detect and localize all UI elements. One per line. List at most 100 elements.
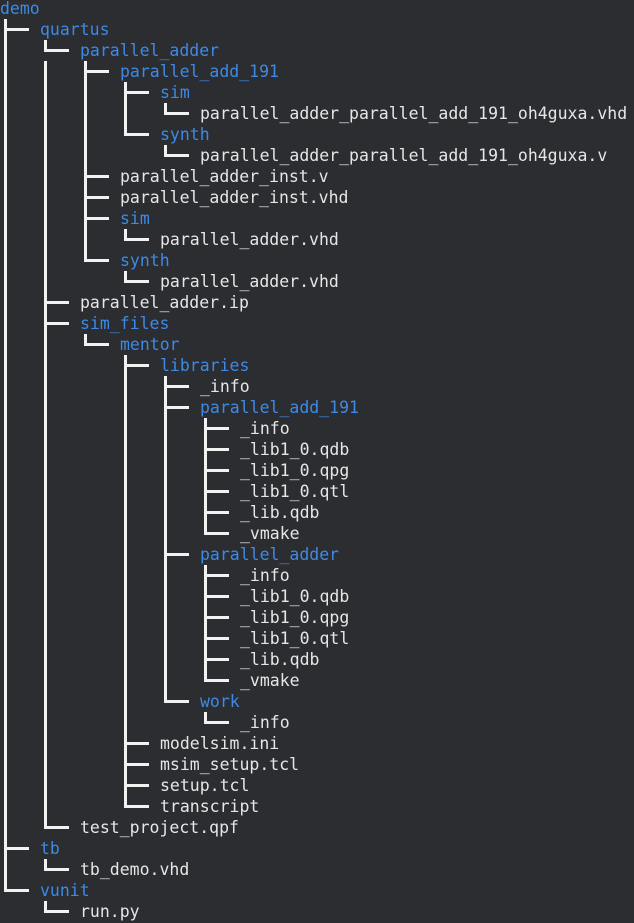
tree-branch-line	[44, 49, 69, 52]
folder-name: vunit	[40, 881, 90, 900]
tree-folder-row[interactable]: synth	[0, 250, 634, 271]
tree-file-row[interactable]: parallel_adder_inst.v	[0, 166, 634, 187]
tree-folder-row[interactable]: quartus	[0, 19, 634, 40]
tree-folder-row[interactable]: sim	[0, 82, 634, 103]
tree-guide-line	[4, 145, 7, 166]
tree-file-row[interactable]: _lib.qdb	[0, 649, 634, 670]
tree-branch-line	[124, 742, 149, 745]
file-name: run.py	[80, 902, 140, 921]
tree-guide-line	[4, 355, 7, 376]
file-name: _lib.qdb	[240, 650, 320, 669]
tree-guide-line	[44, 733, 47, 754]
tree-file-row[interactable]: _lib1_0.qdb	[0, 439, 634, 460]
tree-branch-line	[44, 868, 69, 871]
tree-file-row[interactable]: parallel_adder.vhd	[0, 229, 634, 250]
tree-guide-line	[164, 649, 167, 670]
tree-file-row[interactable]: _lib1_0.qtl	[0, 628, 634, 649]
tree-file-row[interactable]: _lib.qdb	[0, 502, 634, 523]
tree-guide-line	[164, 418, 167, 439]
tree-elbow-connector	[84, 334, 87, 346]
tree-guide-line	[164, 607, 167, 628]
tree-branch-line	[124, 805, 149, 808]
tree-guide-line	[4, 376, 7, 397]
tree-file-row[interactable]: _info	[0, 712, 634, 733]
tree-guide-line	[164, 460, 167, 481]
tree-file-row[interactable]: parallel_adder.ip	[0, 292, 634, 313]
tree-guide-line	[4, 544, 7, 565]
tree-guide-line	[4, 229, 7, 250]
tree-guide-line	[44, 271, 47, 292]
tree-folder-row[interactable]: work	[0, 691, 634, 712]
folder-name: parallel_adder	[200, 545, 340, 564]
tree-file-row[interactable]: _lib1_0.qpg	[0, 460, 634, 481]
tree-file-row[interactable]: _info	[0, 565, 634, 586]
tree-folder-row[interactable]: parallel_add_191	[0, 61, 634, 82]
folder-name: tb	[40, 839, 60, 858]
tree-file-row[interactable]: parallel_adder_inst.vhd	[0, 187, 634, 208]
tree-root[interactable]: demo	[0, 0, 634, 19]
tree-guide-line	[4, 166, 7, 187]
tree-file-row[interactable]: tb_demo.vhd	[0, 859, 634, 880]
tree-guide-line	[44, 229, 47, 250]
folder-name: sim	[120, 209, 150, 228]
tree-file-row[interactable]: _lib1_0.qdb	[0, 586, 634, 607]
tree-file-row[interactable]: transcript	[0, 796, 634, 817]
tree-guide-line	[44, 208, 47, 229]
tree-file-row[interactable]: parallel_adder.vhd	[0, 271, 634, 292]
tree-guide-line	[44, 649, 47, 670]
tree-guide-line	[124, 439, 127, 460]
tree-file-row[interactable]: setup.tcl	[0, 775, 634, 796]
tree-guide-line	[4, 712, 7, 733]
tree-guide-line	[44, 355, 47, 376]
file-name: _lib1_0.qtl	[240, 629, 350, 648]
tree-folder-row[interactable]: libraries	[0, 355, 634, 376]
folder-name: parallel_adder	[80, 41, 220, 60]
tree-file-row[interactable]: _vmake	[0, 670, 634, 691]
tree-guide-line	[84, 103, 87, 124]
tree-file-row[interactable]: _info	[0, 418, 634, 439]
tree-guide-line	[4, 82, 7, 103]
tree-elbow-connector	[44, 40, 47, 52]
tree-guide-line	[44, 166, 47, 187]
tree-branch-line	[204, 469, 229, 472]
tree-file-row[interactable]: modelsim.ini	[0, 733, 634, 754]
tree-folder-row[interactable]: parallel_adder	[0, 40, 634, 61]
tree-file-row[interactable]: _info	[0, 376, 634, 397]
tree-file-row[interactable]: msim_setup.tcl	[0, 754, 634, 775]
tree-folder-row[interactable]: sim_files	[0, 313, 634, 334]
tree-guide-line	[4, 61, 7, 82]
tree-guide-line	[164, 628, 167, 649]
tree-branch-line	[124, 763, 149, 766]
tree-elbow-connector	[204, 712, 207, 724]
tree-file-row[interactable]: _lib1_0.qtl	[0, 481, 634, 502]
tree-folder-row[interactable]: mentor	[0, 334, 634, 355]
tree-guide-line	[4, 187, 7, 208]
tree-folder-row[interactable]: parallel_add_191	[0, 397, 634, 418]
tree-guide-line	[4, 859, 7, 880]
tree-elbow-connector	[164, 103, 167, 115]
tree-folder-row[interactable]: tb	[0, 838, 634, 859]
tree-guide-line	[44, 607, 47, 628]
tree-file-row[interactable]: test_project.qpf	[0, 817, 634, 838]
tree-file-row[interactable]: _lib1_0.qpg	[0, 607, 634, 628]
tree-guide-line	[124, 418, 127, 439]
file-name: setup.tcl	[160, 776, 250, 795]
tree-file-row[interactable]: parallel_adder_parallel_add_191_oh4guxa.…	[0, 145, 634, 166]
tree-guide-line	[4, 250, 7, 271]
tree-guide-line	[164, 502, 167, 523]
tree-folder-row[interactable]: sim	[0, 208, 634, 229]
folder-name: mentor	[120, 335, 180, 354]
file-name: _info	[240, 419, 290, 438]
tree-folder-row[interactable]: vunit	[0, 880, 634, 901]
tree-file-row[interactable]: parallel_adder_parallel_add_191_oh4guxa.…	[0, 103, 634, 124]
file-name: _lib1_0.qpg	[240, 461, 350, 480]
tree-branch-line	[204, 721, 229, 724]
tree-file-row[interactable]: _vmake	[0, 523, 634, 544]
tree-guide-line	[164, 670, 167, 691]
tree-folder-row[interactable]: synth	[0, 124, 634, 145]
tree-file-row[interactable]: run.py	[0, 901, 634, 922]
tree-branch-line	[204, 616, 229, 619]
tree-guide-line	[164, 439, 167, 460]
tree-folder-row[interactable]: parallel_adder	[0, 544, 634, 565]
tree-elbow-connector	[204, 670, 207, 682]
